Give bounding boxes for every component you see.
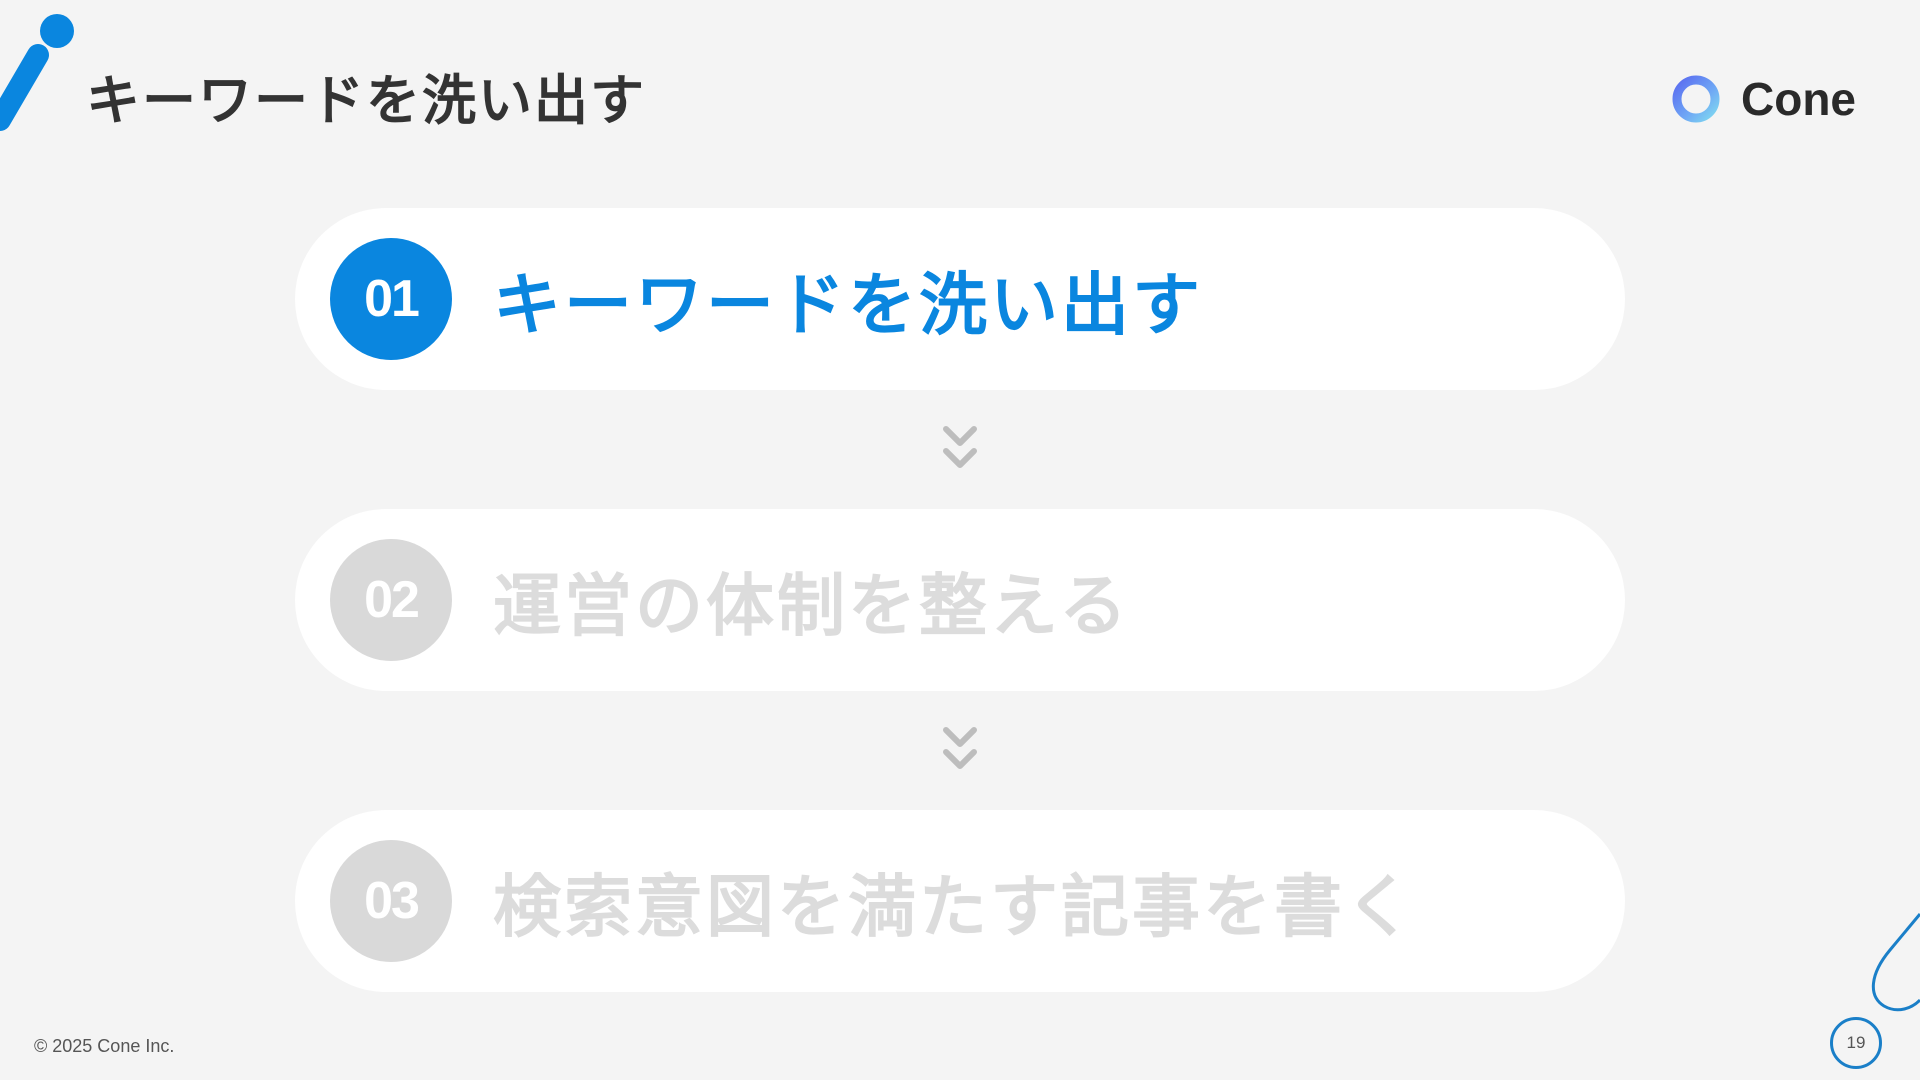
brand: Cone [1669,72,1856,126]
step-card-2: 02 運営の体制を整える [295,509,1625,691]
double-chevron-down-icon [943,726,977,769]
step-label: キーワードを洗い出す [493,266,1204,346]
step-list: 01 キーワードを洗い出す 02 運営の体制を整える 03 検索意図を満たす記事… [295,208,1625,992]
page-title: キーワードを洗い出す [86,69,646,132]
double-chevron-down-icon [943,425,977,468]
page-number: 19 [1830,1017,1882,1069]
corner-accent-icon [0,14,74,131]
ring-logo-icon [1672,75,1720,123]
step-connector [295,691,1625,810]
step-number-badge: 03 [330,840,452,962]
step-number-badge: 01 [330,238,452,360]
step-label: 運営の体制を整える [493,567,1130,647]
step-connector [295,390,1625,509]
decorative-loop-icon [1871,913,1920,1012]
brand-name: Cone [1741,73,1856,125]
step-number-badge: 02 [330,539,452,661]
step-card-1: 01 キーワードを洗い出す [295,208,1625,390]
step-label: 検索意図を満たす記事を書く [493,868,1417,948]
step-card-3: 03 検索意図を満たす記事を書く [295,810,1625,992]
copyright-text: © 2025 Cone Inc. [34,1036,175,1056]
